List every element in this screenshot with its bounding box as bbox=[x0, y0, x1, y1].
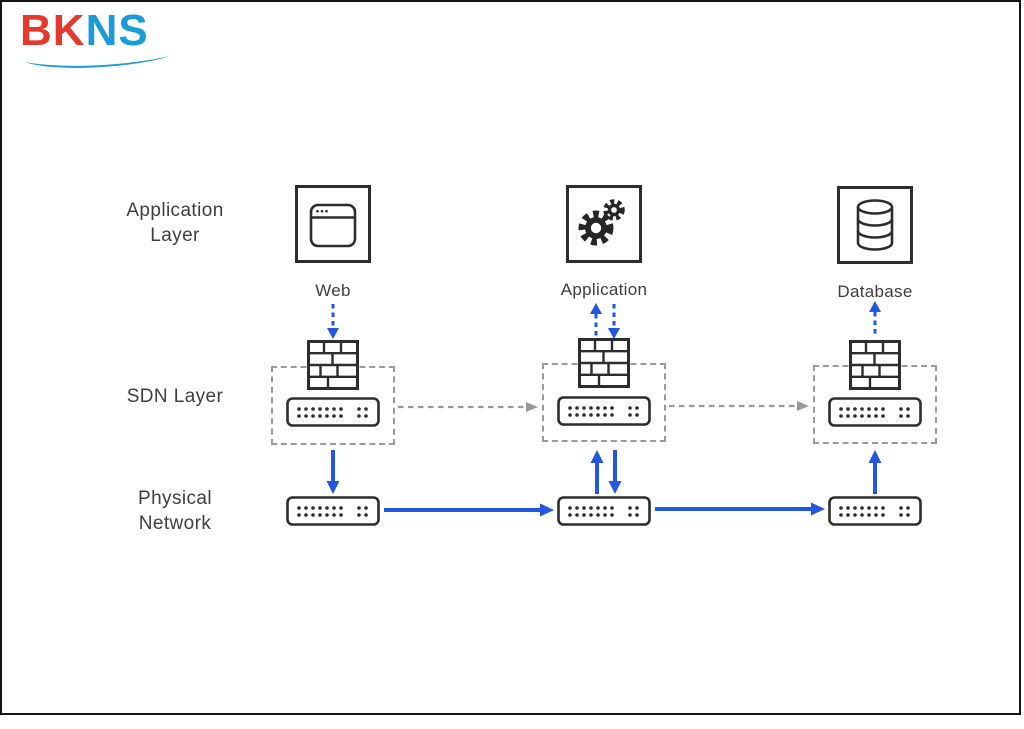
physical-switch-icon-1 bbox=[286, 496, 380, 526]
sdn-switch-icon-2 bbox=[557, 396, 651, 426]
layer-label-physical: Physical Network bbox=[138, 488, 212, 534]
physical2-to-sdn2-arrow-up bbox=[590, 450, 604, 494]
sdn1-to-sdn2-arrow bbox=[398, 402, 538, 412]
layer-label-application: Application Layer bbox=[126, 200, 224, 246]
sdn2-to-physical2-arrow-down bbox=[608, 450, 622, 494]
physical3-to-sdn3-arrow-up bbox=[868, 450, 882, 494]
browser-window-icon bbox=[295, 185, 371, 263]
logo-text-blue: NS bbox=[85, 6, 149, 55]
gears-icon bbox=[566, 185, 642, 263]
logo-text: BKNS bbox=[20, 8, 180, 54]
database-icon bbox=[837, 186, 913, 264]
firewall-icon-2 bbox=[578, 338, 630, 388]
firewall-to-database-arrow-up bbox=[869, 301, 881, 336]
web-to-firewall-arrow bbox=[327, 304, 339, 339]
application-node bbox=[566, 185, 642, 263]
node-label-application: Application bbox=[560, 280, 648, 299]
physical1-to-physical2-arrow bbox=[384, 503, 554, 517]
sdn2-to-sdn3-arrow bbox=[669, 401, 809, 411]
firewall-icon-3 bbox=[849, 340, 901, 390]
node-label-database: Database bbox=[837, 282, 913, 301]
physical-switch-icon-2 bbox=[557, 496, 651, 526]
database-node bbox=[837, 186, 913, 264]
logo-swoosh-icon bbox=[24, 56, 170, 68]
logo-text-red: BK bbox=[20, 6, 86, 55]
sdn-switch-icon-3 bbox=[828, 397, 922, 427]
physical2-to-physical3-arrow bbox=[655, 502, 825, 516]
application-to-firewall-arrow-down bbox=[608, 304, 620, 339]
layer-label-sdn: SDN Layer bbox=[126, 386, 224, 407]
firewall-to-application-arrow-up bbox=[590, 303, 602, 338]
web-node bbox=[295, 185, 371, 263]
physical-switch-icon-3 bbox=[828, 496, 922, 526]
sdn-switch-icon-1 bbox=[286, 397, 380, 427]
firewall-icon-1 bbox=[307, 340, 359, 390]
node-label-web: Web bbox=[315, 281, 351, 300]
sdn1-to-physical1-arrow-down bbox=[326, 450, 340, 494]
bkns-logo: BKNS bbox=[20, 8, 180, 68]
